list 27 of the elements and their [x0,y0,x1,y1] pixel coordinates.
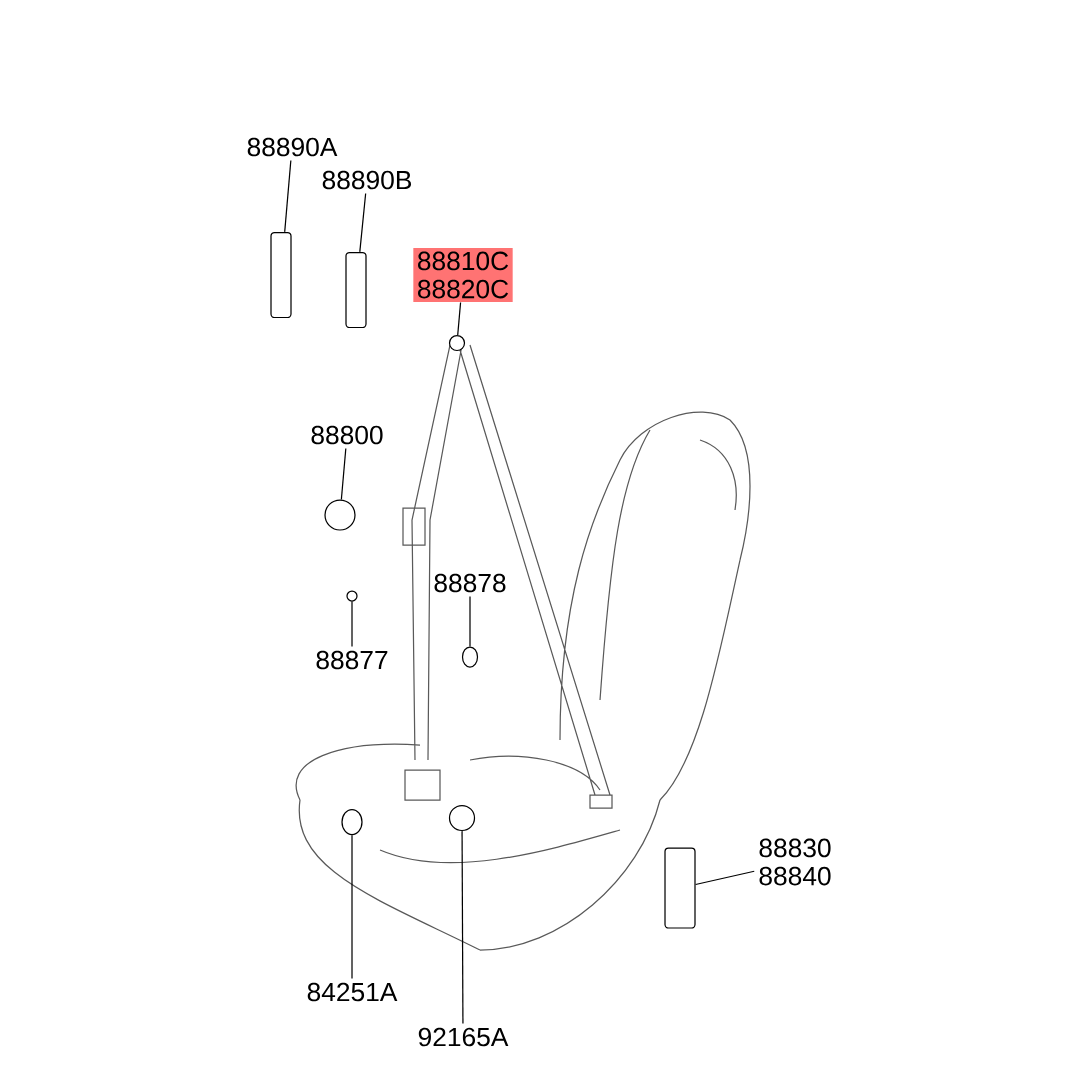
leader-line [284,159,292,233]
part-number: 88890A [247,137,338,157]
part-number: 88800 [311,425,383,445]
cap-drawing [448,804,476,832]
part-number: 84251A [307,982,398,1002]
leader-line [469,595,471,647]
part-drawing [270,231,292,319]
cap-drawing [448,334,466,352]
part-number: 88877 [316,650,388,670]
cap-drawing [346,590,358,602]
leader-line [461,830,464,1025]
leader-line [340,447,347,501]
cap-drawing [341,808,363,836]
part-drawing [345,251,367,329]
leader-line [359,192,367,253]
cap-drawing [324,499,356,531]
part-drawing [664,847,696,929]
leader-line [695,870,755,886]
part-number: 92165A [418,1027,509,1047]
leader-line [457,301,462,336]
part-number: 88830 88840 [759,838,831,886]
leader-line [351,601,353,648]
part-number: 88890B [322,170,411,190]
part-number: 88878 [434,573,506,593]
cap-drawing [461,646,479,668]
leader-line [351,834,353,980]
part-number: 88810C 88820C [413,248,513,302]
